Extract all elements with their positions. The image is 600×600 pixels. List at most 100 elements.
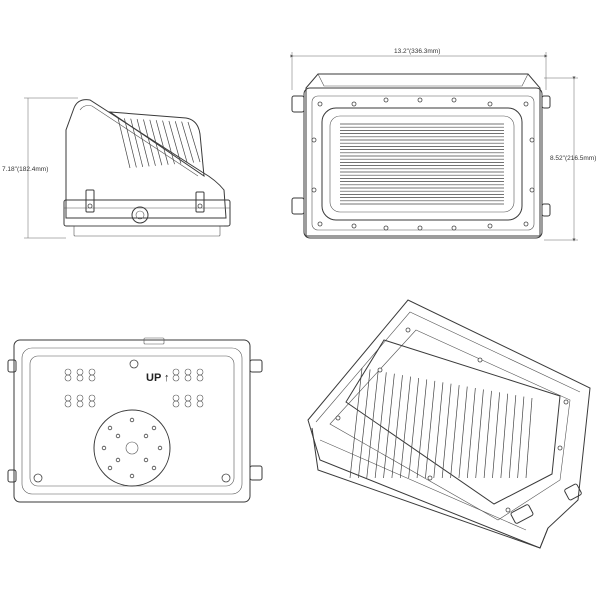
screw-icon	[529, 187, 535, 193]
mounting-hole-icon	[143, 433, 149, 439]
screw-icon	[451, 97, 457, 103]
heat-sink-fin	[130, 118, 144, 167]
screw-icon	[351, 101, 357, 107]
knockout-hole-icon	[88, 374, 96, 382]
mounting-hole-icon	[151, 465, 157, 471]
knockout-hole-icon	[184, 400, 192, 408]
screw-icon	[487, 101, 493, 107]
knockout-hole-icon	[64, 374, 72, 382]
heat-sink-fin	[458, 386, 468, 479]
mounting-hole-icon	[129, 473, 135, 479]
knockout-hole-icon	[172, 394, 180, 402]
screw-icon	[487, 223, 493, 229]
heat-sink-fin	[136, 119, 150, 167]
heat-sink-fin	[149, 119, 163, 166]
heat-sink-fin	[500, 393, 509, 479]
knockout-hole-icon	[76, 374, 84, 382]
screw-icon	[311, 137, 317, 143]
heat-sink-fin	[466, 387, 476, 479]
height-dimension-label: 7.18"(182.4mm)	[2, 166, 48, 173]
knockout-hole-icon	[64, 368, 72, 376]
screw-icon	[529, 137, 535, 143]
mounting-hole-icon	[107, 465, 113, 471]
knockout-hole-icon	[184, 374, 192, 382]
heat-sink-fin	[508, 395, 517, 479]
isometric-view	[307, 299, 591, 549]
heat-sink-fin	[124, 118, 137, 168]
screw-icon	[351, 223, 357, 229]
screw-icon	[417, 225, 423, 231]
heat-sink-fin	[475, 389, 484, 479]
screw-icon	[523, 101, 529, 107]
depth-dimension-label: 8.52"(216.5mm)	[550, 155, 596, 162]
front-view: 13.2"(336.3mm) 8.52"(216.5mm)	[290, 48, 596, 242]
heat-sink-fin	[117, 117, 131, 169]
heat-sink-fin	[383, 373, 395, 479]
knockout-hole-icon	[196, 394, 204, 402]
up-arrow-icon: ↑	[164, 372, 170, 384]
knockout-hole-icon	[76, 368, 84, 376]
mounting-hole-icon	[151, 425, 157, 431]
screw-icon	[563, 399, 569, 405]
knockout-hole-icon	[172, 374, 180, 382]
width-dimension-label: 13.2"(336.3mm)	[394, 48, 440, 55]
knockout-hole-icon	[172, 368, 180, 376]
mounting-hole-icon	[157, 445, 163, 451]
mounting-hole-icon	[115, 457, 121, 463]
knockout-hole-icon	[196, 400, 204, 408]
screw-icon	[451, 225, 457, 231]
heat-sink-fin	[168, 120, 182, 164]
screw-icon	[317, 101, 323, 107]
screw-icon	[335, 415, 341, 421]
knockout-hole-icon	[88, 400, 96, 408]
screw-icon	[311, 187, 317, 193]
heat-sink-fin	[374, 372, 387, 479]
back-view: UP ↑	[7, 337, 263, 503]
up-label: UP	[146, 372, 161, 384]
heat-sink-fin	[349, 367, 363, 479]
heat-sink-fin	[408, 377, 420, 479]
knockout-hole-icon	[88, 368, 96, 376]
knockout-hole-icon	[196, 368, 204, 376]
heat-sink-fin	[162, 120, 175, 165]
heat-sink-fin	[391, 375, 403, 479]
heat-sink-fin	[358, 369, 371, 479]
screw-icon	[505, 507, 511, 513]
heat-sink-fin	[416, 379, 428, 479]
knockout-hole-icon	[88, 394, 96, 402]
knockout-hole-icon	[196, 374, 204, 382]
heat-sink-fin	[399, 376, 411, 479]
knockout-hole-icon	[64, 400, 72, 408]
heat-sink-fin	[143, 119, 156, 166]
screw-icon	[377, 367, 383, 373]
knockout-hole-icon	[64, 394, 72, 402]
heat-sink-fin	[433, 382, 444, 479]
side-view: 7.18"(182.4mm)	[2, 97, 231, 239]
mounting-hole-icon	[115, 433, 121, 439]
screw-icon	[557, 445, 563, 451]
screw-icon	[383, 225, 389, 231]
heat-sink-fin	[366, 370, 379, 479]
screw-icon	[383, 97, 389, 103]
knockout-hole-icon	[76, 394, 84, 402]
knockout-hole-icon	[76, 400, 84, 408]
heat-sink-fin	[517, 396, 525, 479]
mounting-hole-icon	[143, 457, 149, 463]
knockout-hole-icon	[172, 400, 180, 408]
screw-icon	[477, 357, 483, 363]
screw-icon	[405, 327, 411, 333]
knockout-hole-icon	[184, 394, 192, 402]
heat-sink-fin	[492, 392, 500, 479]
mounting-hole-icon	[107, 425, 113, 431]
heat-sink-fin	[441, 383, 452, 479]
knockout-hole-icon	[184, 368, 192, 376]
screw-icon	[317, 221, 323, 227]
screw-icon	[427, 475, 433, 481]
heat-sink-fin	[483, 390, 492, 479]
heat-sink-fin	[425, 380, 436, 479]
heat-sink-fin	[450, 385, 460, 479]
heat-sink-fin	[155, 120, 169, 165]
screw-icon	[523, 221, 529, 227]
mounting-hole-icon	[101, 445, 107, 451]
